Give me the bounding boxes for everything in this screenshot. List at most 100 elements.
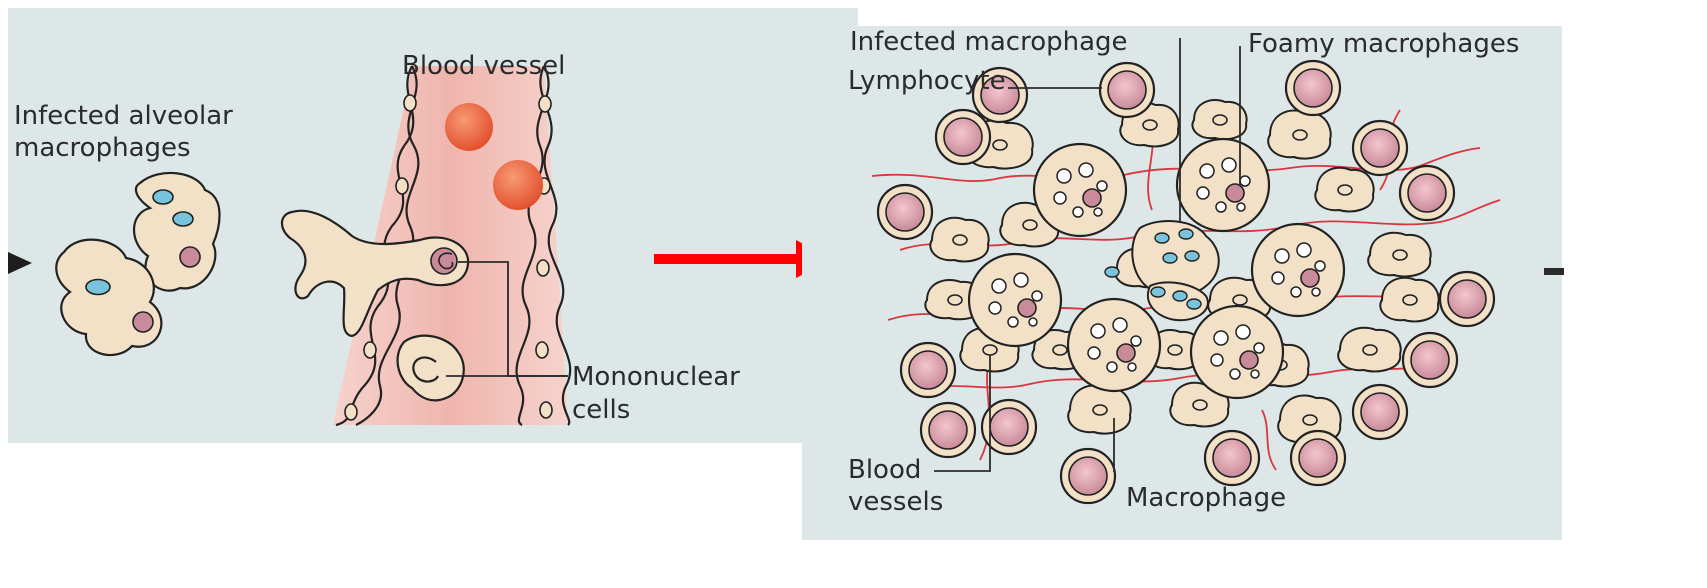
nucleus-icon [1393, 250, 1407, 260]
nucleus-icon [953, 235, 967, 245]
vacuole-icon [1094, 208, 1102, 216]
lymphocyte-nucleus-icon [1411, 341, 1449, 379]
red-blood-cell [445, 103, 493, 151]
nucleus-icon [1023, 220, 1037, 230]
endothelial-nucleus-icon [536, 342, 548, 358]
label-lymphocyte: Lymphocyte [848, 66, 1006, 96]
vacuole-icon [1251, 370, 1259, 378]
nucleus-icon [1233, 295, 1247, 305]
lymphocyte-nucleus-icon [1361, 393, 1399, 431]
vacuole-icon [1113, 318, 1127, 332]
lymphocyte-cell [1403, 333, 1457, 387]
lymphocyte-nucleus-icon [1108, 71, 1146, 109]
lymphocyte-cell [1440, 272, 1494, 326]
label-mononuclear-line1: Mononuclear [572, 362, 740, 392]
vacuole-icon [1079, 163, 1093, 177]
lymphocyte-nucleus-icon [1294, 69, 1332, 107]
nucleus-icon [133, 312, 153, 332]
label-foamy-macrophages: Foamy macrophages [1248, 29, 1519, 59]
endothelial-nucleus-icon [539, 96, 551, 112]
endothelial-nucleus-icon [404, 95, 416, 111]
macrophage-cell [1338, 328, 1401, 372]
nucleus-icon [1213, 115, 1227, 125]
vacuole-icon [1073, 207, 1083, 217]
label-blood-vessels-line2: vessels [848, 487, 943, 517]
vacuole-icon [1312, 288, 1320, 296]
vacuole-icon [1014, 273, 1028, 287]
nucleus-icon [1293, 130, 1307, 140]
vacuole-icon [1297, 243, 1311, 257]
foamy-macrophage-body [1191, 306, 1283, 398]
lymphocyte-cell [1353, 121, 1407, 175]
nucleus-icon [1301, 269, 1319, 287]
foamy-macrophage-cell [969, 254, 1061, 346]
endothelial-nucleus-icon [345, 404, 357, 420]
nucleus-icon [431, 248, 457, 274]
lymphocyte-nucleus-icon [1299, 439, 1337, 477]
macrophage-cell [1368, 233, 1431, 277]
right-panel: Infected macrophage Foamy macrophages Ly… [802, 26, 1564, 540]
nucleus-icon [1338, 185, 1352, 195]
macrophage-cell [1068, 386, 1131, 434]
label-infected-alveolar-line1: Infected alveolar [14, 101, 233, 131]
lymphocyte-cell [878, 185, 932, 239]
vacuole-icon [1214, 331, 1228, 345]
foamy-macrophage-cell [1034, 144, 1126, 236]
foamy-macrophage-body [1252, 224, 1344, 316]
lymphocyte-cell [1100, 63, 1154, 117]
vacuole-icon [1211, 354, 1223, 366]
vacuole-icon [1088, 347, 1100, 359]
lymphocyte-cell [1353, 385, 1407, 439]
macrophage-cell [1380, 278, 1438, 322]
bacterium-icon [1163, 253, 1177, 263]
bacterium-icon [1105, 267, 1119, 277]
vacuole-icon [1107, 362, 1117, 372]
nucleus-icon [180, 247, 200, 267]
nucleus-icon [1403, 295, 1417, 305]
lymphocyte-cell [1061, 449, 1115, 503]
nucleus-icon [1083, 189, 1101, 207]
nucleus-icon [993, 140, 1007, 150]
label-mononuclear-line2: cells [572, 395, 630, 425]
bacterium-icon [1179, 229, 1193, 239]
lymphocyte-cell [1400, 166, 1454, 220]
bacterium-icon [1187, 299, 1201, 309]
lymphocyte-nucleus-icon [1408, 174, 1446, 212]
lymphocyte-nucleus-icon [1213, 439, 1251, 477]
lymphocyte-nucleus-icon [929, 411, 967, 449]
lymphocyte-cell [1286, 61, 1340, 115]
nucleus-icon [1168, 345, 1182, 355]
lymphocyte-nucleus-icon [886, 193, 924, 231]
foamy-macrophage-body [1068, 299, 1160, 391]
lymphocyte-cell [901, 343, 955, 397]
lymphocyte-cell [1205, 431, 1259, 485]
vacuole-icon [1216, 202, 1226, 212]
vacuole-icon [1197, 187, 1209, 199]
lymphocyte-cell [921, 403, 975, 457]
foamy-macrophage-body [969, 254, 1061, 346]
lymphocyte-nucleus-icon [909, 351, 947, 389]
vacuole-icon [992, 279, 1006, 293]
vacuole-icon [1057, 169, 1071, 183]
lymphocyte-nucleus-icon [990, 408, 1028, 446]
label-blood-vessel: Blood vessel [402, 51, 565, 81]
endothelial-nucleus-icon [537, 260, 549, 276]
label-infected-macrophage: Infected macrophage [850, 27, 1128, 57]
nucleus-icon [1117, 344, 1135, 362]
vacuole-icon [1008, 317, 1018, 327]
nucleus-icon [1363, 345, 1377, 355]
endothelial-nucleus-icon [540, 402, 552, 418]
endothelial-nucleus-icon [396, 178, 408, 194]
macrophage-cell [1268, 111, 1331, 159]
bacterium-icon [173, 212, 193, 226]
vacuole-icon [1291, 287, 1301, 297]
foamy-macrophage-cell [1191, 306, 1283, 398]
bacterium-icon [86, 280, 110, 295]
nucleus-icon [1303, 415, 1317, 425]
arrow-shaft [654, 254, 800, 264]
foamy-macrophage-cell [1177, 139, 1269, 231]
lymphocyte-nucleus-icon [944, 118, 982, 156]
vacuole-icon [1240, 176, 1250, 186]
lymphocyte-cell [1291, 431, 1345, 485]
vacuole-icon [989, 302, 1001, 314]
